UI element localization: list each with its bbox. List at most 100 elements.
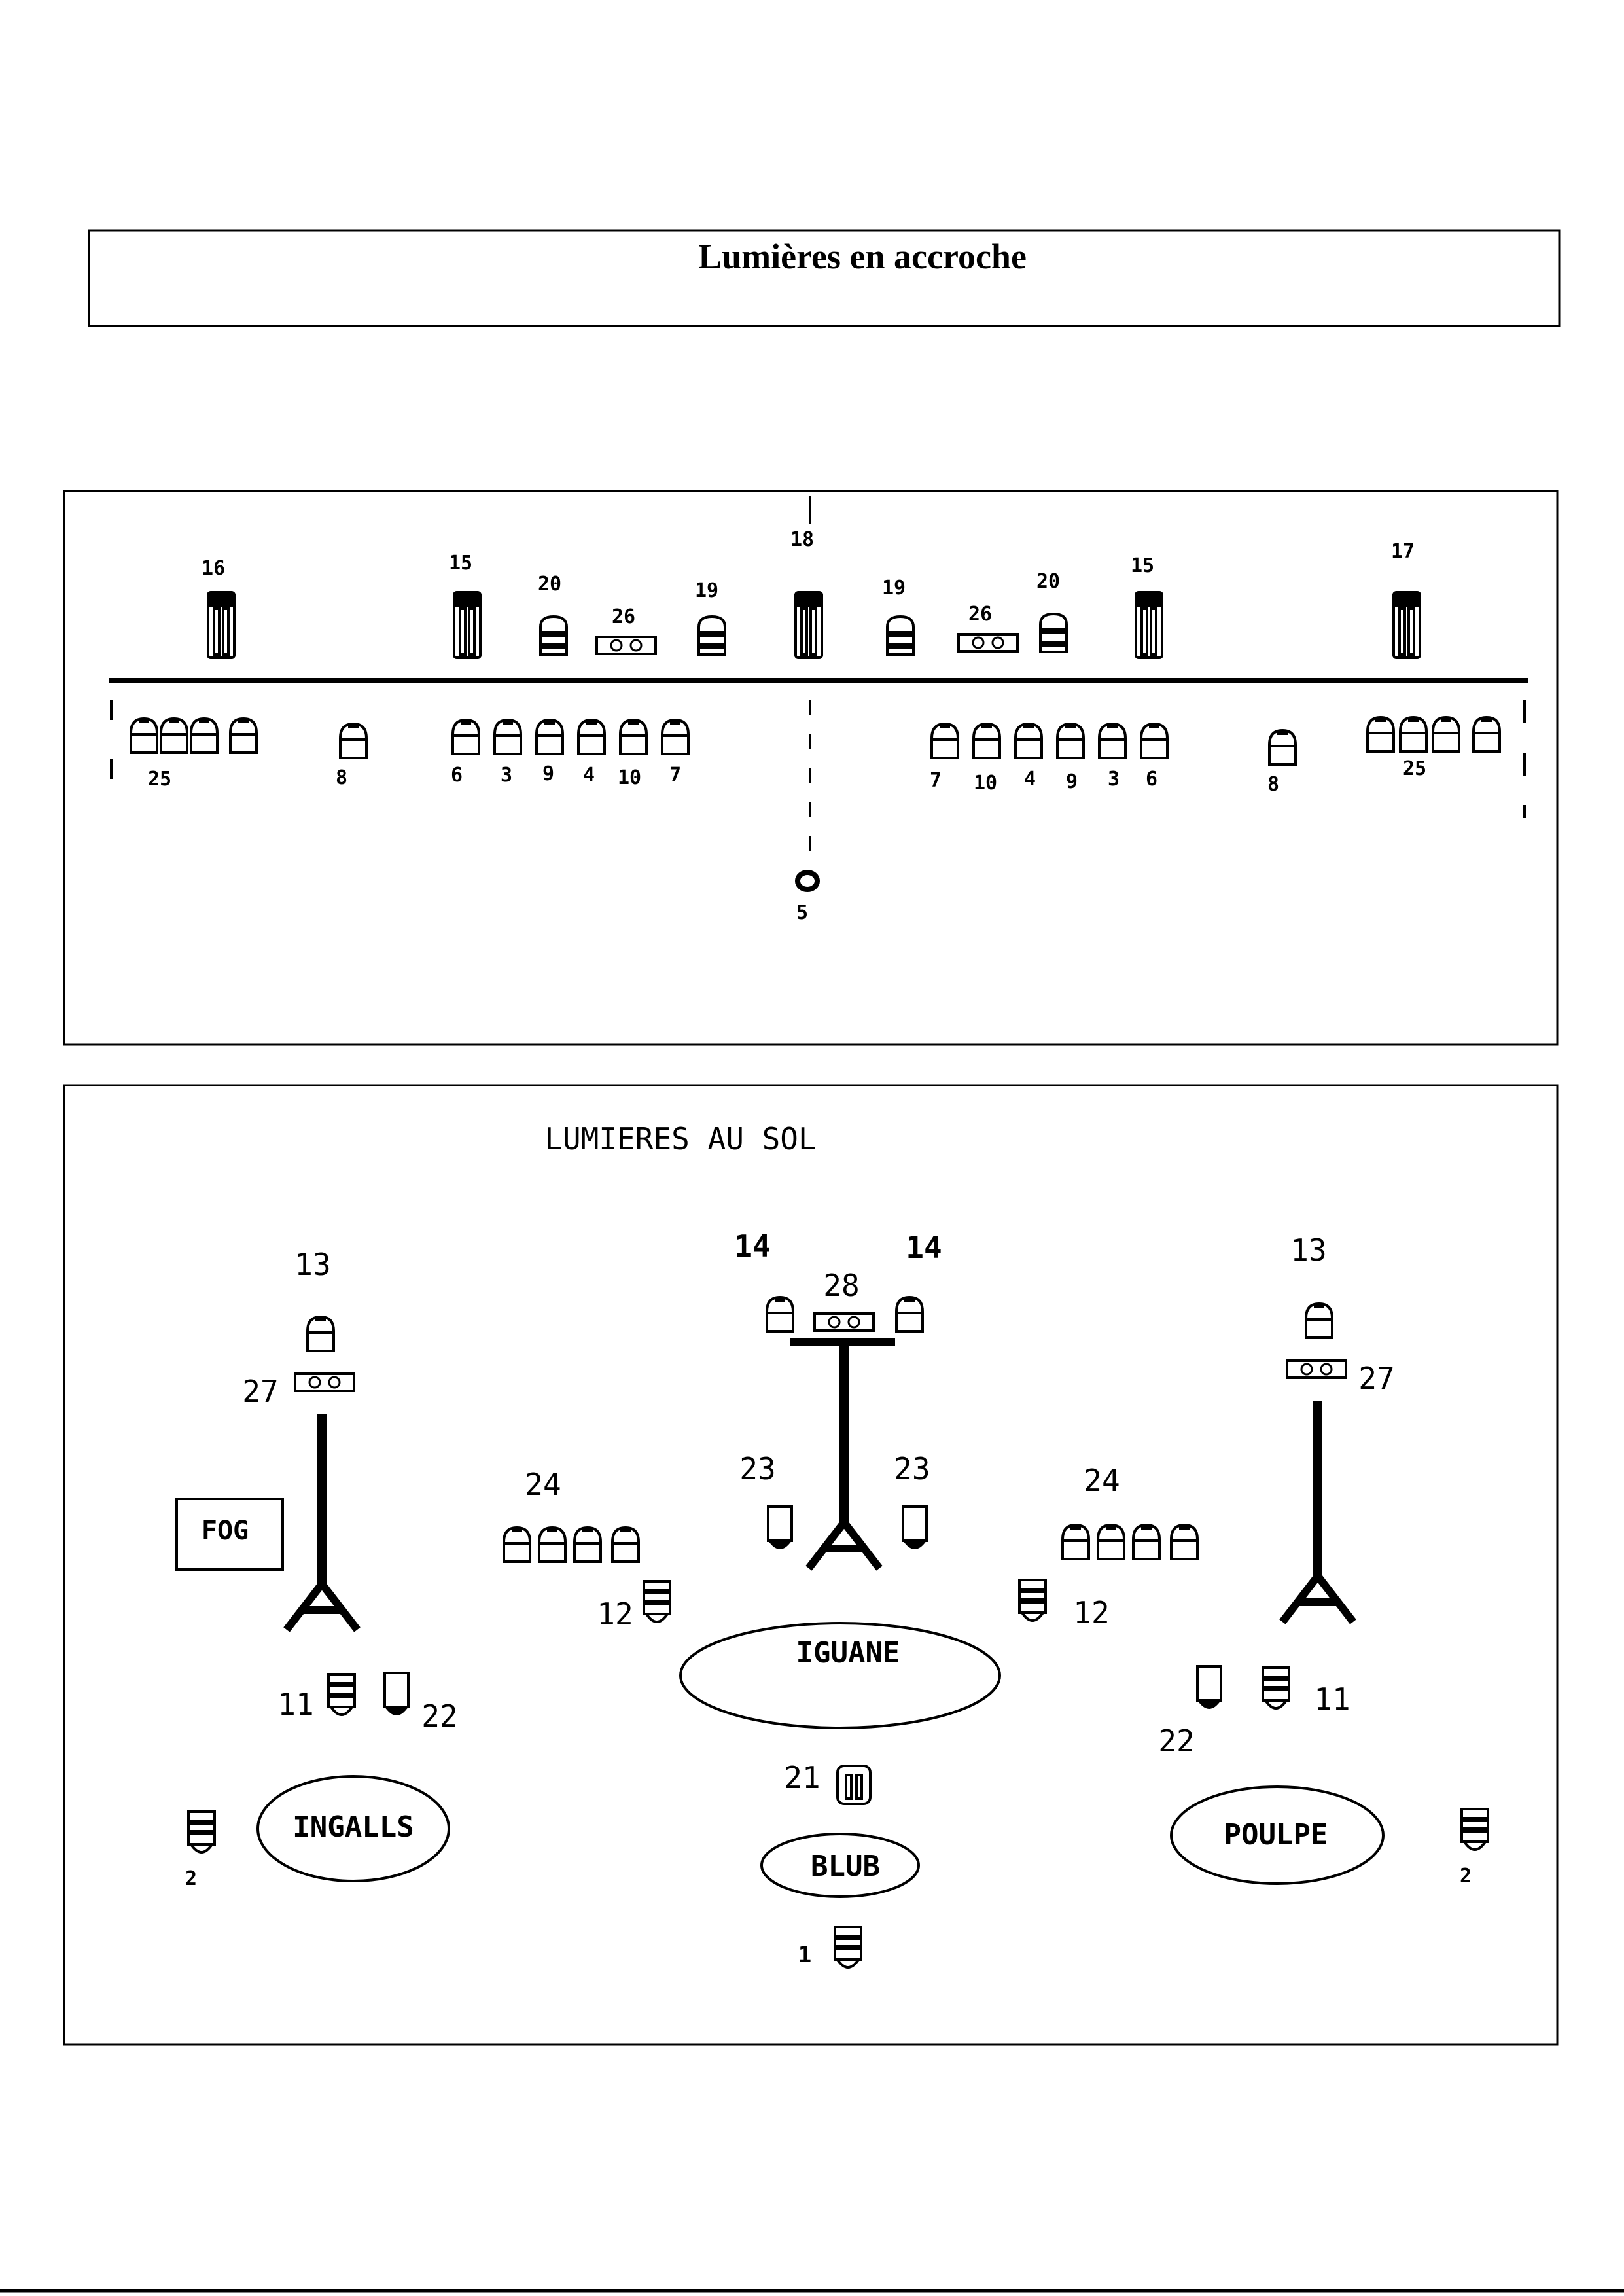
strip-28 — [813, 1312, 875, 1332]
label-25-right: 25 — [1403, 757, 1426, 780]
strip-27-right — [1286, 1359, 1347, 1379]
label-25-left: 25 — [148, 768, 171, 791]
label-26-right: 26 — [968, 603, 992, 626]
label-10-right: 10 — [974, 772, 997, 795]
label-5: 5 — [796, 901, 808, 924]
floor-lamp-2-right — [1460, 1808, 1489, 1851]
label-8-right: 8 — [1267, 773, 1279, 796]
label-10-left: 10 — [618, 766, 641, 789]
label-11-right: 11 — [1314, 1681, 1350, 1717]
dome-3-right — [1099, 724, 1125, 758]
page-title: Lumières en accroche — [698, 237, 1027, 276]
floor-lamp-11-left — [327, 1673, 356, 1716]
label-20-right: 20 — [1036, 570, 1060, 593]
zone-poulpe-label: POULPE — [1224, 1818, 1328, 1852]
label-19-right: 19 — [882, 577, 906, 600]
dome-group-25-left — [131, 719, 256, 753]
label-9-left: 9 — [542, 762, 554, 785]
zone-blub — [760, 1833, 920, 1898]
stand-center-base — [805, 1516, 883, 1571]
label-12-left: 12 — [597, 1596, 633, 1632]
stand-right-base — [1279, 1570, 1356, 1624]
label-27-right: 27 — [1358, 1361, 1394, 1396]
label-8-left: 8 — [336, 766, 347, 789]
label-4-right: 4 — [1024, 768, 1036, 791]
label-19-left: 19 — [695, 579, 718, 602]
dome-3-left — [495, 720, 521, 754]
dome-4-left — [578, 720, 605, 754]
zone-iguane — [679, 1622, 1001, 1729]
profile-15-left — [453, 591, 482, 659]
label-23-left: 23 — [739, 1451, 775, 1486]
label-27-left: 27 — [242, 1374, 278, 1409]
label-15-right: 15 — [1131, 554, 1154, 577]
label-26-left: 26 — [612, 605, 635, 628]
profile-17 — [1392, 591, 1421, 659]
ring-5 — [795, 870, 820, 892]
dome-14-right — [896, 1297, 923, 1331]
dome-10-left — [620, 720, 646, 754]
fog-machine — [175, 1498, 284, 1571]
label-16: 16 — [202, 557, 225, 580]
label-22-right: 22 — [1158, 1723, 1194, 1759]
strip-26-left — [595, 636, 657, 655]
label-18: 18 — [790, 528, 814, 551]
zone-ingalls-label: INGALLS — [292, 1810, 414, 1844]
dome-8-left — [340, 724, 366, 758]
label-22-left: 22 — [421, 1698, 457, 1734]
label-12-right: 12 — [1073, 1595, 1109, 1630]
label-17: 17 — [1391, 540, 1415, 563]
fresnel-20-left — [539, 615, 568, 656]
label-1: 1 — [798, 1942, 811, 1968]
dome-9-left — [537, 720, 563, 754]
label-11-left: 11 — [277, 1687, 313, 1722]
floor-lamp-1 — [834, 1926, 862, 1969]
label-14-left: 14 — [734, 1229, 770, 1264]
dome-8-right — [1269, 730, 1296, 764]
label-13-right: 13 — [1290, 1232, 1326, 1268]
dome-14-left — [767, 1297, 793, 1331]
floor-lamp-12-right — [1018, 1579, 1047, 1622]
floor-plain-23-left — [767, 1505, 793, 1551]
label-24-right: 24 — [1084, 1463, 1120, 1498]
profile-15-right — [1135, 591, 1163, 659]
label-4-left: 4 — [583, 764, 595, 787]
label-3-right: 3 — [1108, 768, 1120, 791]
label-20-left: 20 — [538, 573, 561, 596]
label-9-right: 9 — [1066, 770, 1078, 793]
dome-7-left — [662, 720, 688, 754]
fresnel-19-right — [886, 615, 915, 656]
dome-group-25-right — [1368, 717, 1500, 751]
strip-26-right — [957, 633, 1019, 653]
label-14-right: 14 — [906, 1230, 942, 1265]
dome-10-right — [974, 724, 1000, 758]
projector-21 — [836, 1765, 872, 1805]
floor-plain-22-right — [1196, 1665, 1222, 1710]
fresnel-19-left — [697, 615, 726, 656]
profile-18 — [794, 591, 823, 659]
label-2-left: 2 — [185, 1867, 197, 1890]
fresnel-20-right — [1039, 613, 1068, 653]
dome-9-right — [1057, 724, 1084, 758]
dome-6-left — [453, 720, 479, 754]
dome-7-right — [932, 724, 958, 758]
floor-title: LUMIERES AU SOL — [544, 1121, 816, 1157]
label-3-left: 3 — [501, 764, 512, 787]
floor-plain-23-right — [902, 1505, 928, 1551]
fog-label: FOG — [202, 1516, 249, 1546]
dome-group-24-left — [504, 1528, 639, 1562]
dome-group-24-right — [1063, 1525, 1197, 1559]
floor-lamp-11-right — [1262, 1666, 1290, 1710]
profile-16 — [207, 591, 236, 659]
label-7-right: 7 — [930, 769, 942, 792]
floor-lamp-2-left — [187, 1810, 216, 1854]
label-28: 28 — [823, 1268, 859, 1303]
floor-panel — [63, 1084, 1559, 2046]
dome-13-right — [1306, 1304, 1332, 1338]
label-23-right: 23 — [894, 1451, 930, 1486]
label-21: 21 — [784, 1760, 820, 1795]
label-6-left: 6 — [451, 764, 463, 787]
label-6-right: 6 — [1146, 768, 1157, 791]
zone-blub-label: BLUB — [811, 1850, 880, 1883]
